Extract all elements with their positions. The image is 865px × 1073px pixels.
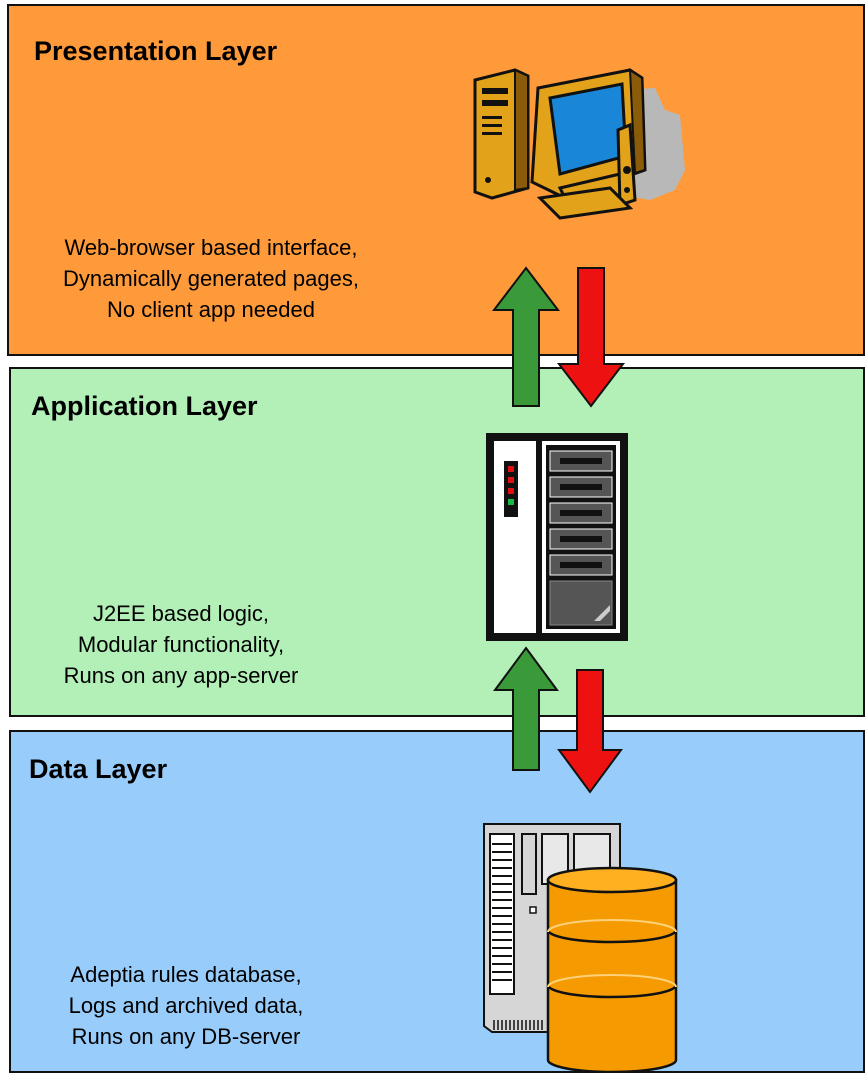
desktop-computer-icon [473, 68, 685, 220]
presentation-layer: Presentation Layer Web-browser based int… [7, 4, 865, 356]
application-layer: Application Layer J2EE based logic, Modu… [9, 367, 865, 717]
application-desc-line-3: Runs on any app-server [63, 663, 299, 688]
presentation-desc-line-3: No client app needed [107, 297, 315, 322]
data-layer-title: Data Layer [29, 754, 168, 784]
presentation-desc-line-2: Dynamically generated pages, [63, 266, 359, 291]
presentation-layer-description: Web-browser based interface, Dynamically… [9, 232, 413, 325]
data-desc-line-1: Adeptia rules database, [70, 962, 302, 987]
presentation-desc-line-1: Web-browser based interface, [64, 235, 358, 260]
data-layer-description: Adeptia rules database, Logs and archive… [11, 959, 361, 1052]
arrow-down-application-icon [556, 267, 626, 408]
arrow-up-presentation-icon [491, 266, 561, 407]
application-layer-title: Application Layer [31, 391, 258, 421]
data-layer: Data Layer Adeptia rules database, Logs … [9, 730, 865, 1073]
data-desc-line-2: Logs and archived data, [68, 993, 304, 1018]
arrow-down-data-icon [557, 669, 623, 794]
app-server-icon [486, 433, 628, 641]
arrow-up-application-icon [493, 646, 559, 771]
database-server-icon [483, 823, 678, 1073]
presentation-layer-title: Presentation Layer [34, 36, 278, 66]
application-desc-line-2: Modular functionality, [77, 632, 285, 657]
application-desc-line-1: J2EE based logic, [92, 601, 270, 626]
data-desc-line-3: Runs on any DB-server [71, 1024, 301, 1049]
application-layer-description: J2EE based logic, Modular functionality,… [11, 598, 351, 691]
